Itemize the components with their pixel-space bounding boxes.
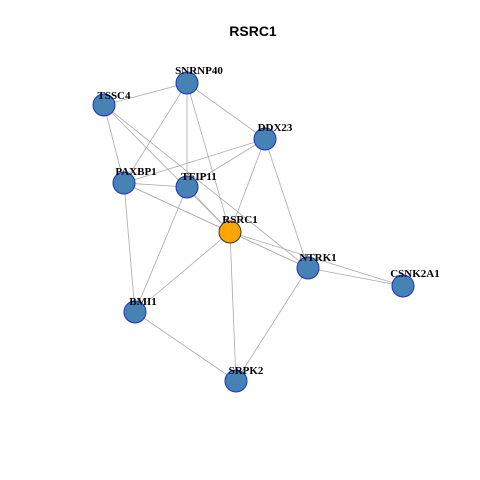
edge-bmi1-srpk2: [134, 311, 237, 382]
edge-snrnp40-ddx23: [186, 82, 266, 140]
node-label-snrnp40: SNRNP40: [175, 65, 223, 77]
node-ddx23: [253, 127, 277, 151]
node-srpk2: [224, 369, 248, 393]
node-rsrc1: [218, 220, 242, 244]
node-paxbp1: [112, 171, 136, 195]
edge-snrnp40-rsrc1: [186, 82, 231, 233]
edge-ddx23-rsrc1: [229, 138, 266, 233]
edge-ddx23-paxbp1: [123, 138, 266, 184]
node-tfip11: [175, 175, 199, 199]
node-label-srpk2: SRPK2: [229, 365, 264, 377]
node-label-tfip11: TFIP11: [181, 171, 216, 183]
node-snrnp40: [175, 71, 199, 95]
node-label-bmi1: BMI1: [129, 296, 157, 308]
node-label-ddx23: DDX23: [258, 122, 293, 134]
edge-tssc4-rsrc1: [103, 104, 231, 233]
edge-ntrk1-csnk2a1: [307, 267, 404, 287]
edge-rsrc1-csnk2a1: [229, 231, 404, 287]
edge-ddx23-ntrk1: [264, 138, 309, 269]
node-label-tssc4: TSSC4: [97, 90, 131, 102]
node-bmi1: [123, 300, 147, 324]
edge-rsrc1-bmi1: [134, 231, 231, 313]
edge-ddx23-tfip11: [186, 138, 266, 188]
node-label-ntrk1: NTRK1: [299, 252, 336, 264]
edge-tssc4-snrnp40: [103, 82, 188, 106]
node-layer: [92, 71, 415, 393]
edge-tfip11-bmi1: [134, 186, 188, 313]
edge-rsrc1-ntrk1: [229, 231, 309, 269]
node-label-rsrc1: RSRC1: [222, 214, 257, 226]
edge-tssc4-ntrk1: [103, 104, 309, 269]
edge-tssc4-paxbp1: [103, 104, 125, 184]
edge-snrnp40-paxbp1: [123, 82, 188, 184]
graph-title: RSRC1: [229, 23, 277, 39]
edge-layer: [103, 82, 404, 382]
edge-paxbp1-bmi1: [123, 182, 136, 313]
node-tssc4: [92, 93, 116, 117]
node-label-paxbp1: PAXBP1: [115, 166, 156, 178]
node-label-csnk2a1: CSNK2A1: [390, 268, 440, 280]
edge-rsrc1-srpk2: [229, 231, 237, 382]
node-csnk2a1: [391, 274, 415, 298]
edge-ntrk1-srpk2: [235, 267, 309, 382]
node-ntrk1: [296, 256, 320, 280]
